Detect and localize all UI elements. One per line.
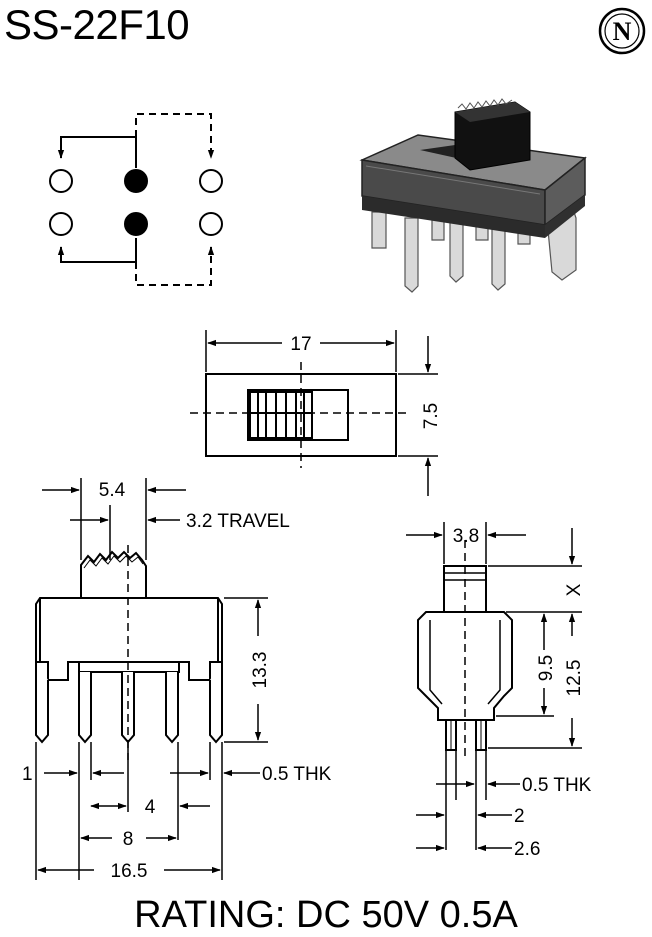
dim-top-length: 17 [290, 334, 311, 355]
logo-letter: N [613, 17, 632, 46]
dim-pin-offset: 1 [22, 764, 33, 785]
brand-logo: N [597, 6, 647, 61]
part-number-title: SS-22F10 [4, 1, 190, 48]
terminal-open-1 [49, 169, 73, 193]
terminal-common-1 [124, 169, 148, 193]
dim-pin-pitch: 4 [145, 797, 156, 818]
dim-top-width: 7.5 [421, 403, 442, 429]
dim-body-height: 9.5 [536, 655, 557, 681]
terminal-common-2 [124, 212, 148, 236]
dim-front-thickness: 0.5 THK [262, 764, 332, 785]
dim-pin-span: 8 [123, 829, 134, 850]
terminal-open-4 [199, 212, 223, 236]
front-view [35, 478, 268, 880]
dim-actuator-width: 5.4 [99, 480, 126, 501]
circuit-schematic [49, 113, 223, 286]
dim-front-height: 13.3 [250, 652, 271, 689]
dim-actuator-height: X [564, 583, 585, 596]
side-view [406, 522, 582, 852]
terminal-open-2 [199, 169, 223, 193]
top-view [190, 330, 438, 496]
dim-side-pin-2: 2.6 [514, 839, 540, 860]
dim-side-actuator: 3.8 [453, 526, 479, 547]
rating-text: RATING: DC 50V 0.5A [134, 894, 518, 936]
dim-travel: 3.2 TRAVEL [186, 511, 290, 532]
dim-side-pin-1: 2 [514, 806, 525, 827]
switch-product-image [359, 98, 587, 293]
dim-overall-length: 16.5 [111, 861, 148, 882]
terminal-open-3 [49, 212, 73, 236]
top-view-actuator [249, 391, 313, 439]
dim-side-thickness: 0.5 THK [522, 775, 592, 796]
dim-side-total: 12.5 [564, 660, 585, 697]
